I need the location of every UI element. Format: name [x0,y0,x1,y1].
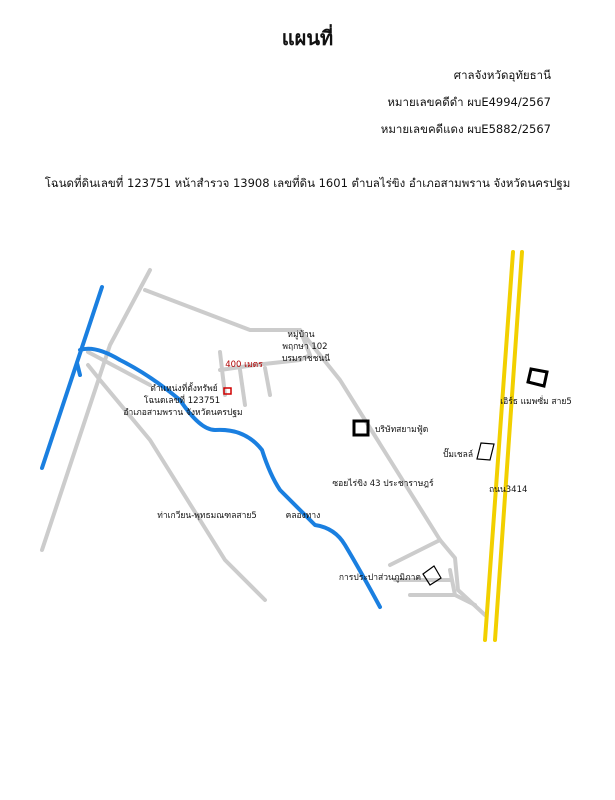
road-waterworks-3 [448,568,477,607]
canal-main [78,346,382,609]
label-village-1: หมู่บ้าน [287,329,314,340]
label-waterworks: การประปาส่วนภูมิภาค [339,573,421,583]
label-gas-station: ปั๊มเชลล์ [443,447,473,460]
canal-tick [75,361,82,377]
highway-line-west [483,250,515,642]
label-soi: ซอยไร่ขิง 43 ประชาราษฎร์ [332,478,434,489]
label-property-2: โฉนดเลขที่ 123751 [144,394,220,406]
label-village-2: พฤกษา 102 [282,342,327,352]
label-road-3414: ถนน3414 [489,485,527,495]
label-property-3: อำเภอสามพราน จังหวัดนครปฐม [123,408,242,418]
highway-line-east [493,250,524,642]
label-property-1: ตำแหน่งที่ตั้งทรัพย์ [150,382,217,394]
road-west [40,268,152,552]
label-market: เอิร์ธ แมพซั่ม สาย5 [500,395,572,407]
market-building-icon [526,367,549,388]
label-village-3: บรมราชชนนี [282,353,330,364]
label-canal: คลองทาง [286,511,321,521]
highway-3414 [483,250,524,642]
road-village-spur-2 [238,368,247,407]
red-case-number: หมายเลขคดีแดง ผบE5882/2567 [380,122,551,136]
label-distance: 400 เมตร [225,360,263,370]
road-soi-main [143,288,487,617]
deed-description: โฉนดที่ดินเลขที่ 123751 หน้าสำรวจ 13908 … [44,176,571,190]
waterworks-icon [422,565,442,586]
company-building-icon [352,419,370,437]
road-east-link [388,538,442,567]
road-west-spur [86,350,152,387]
canals [40,285,382,609]
road-southwest [86,363,267,602]
local-roads [40,268,487,617]
road-village-spur-3 [263,366,272,397]
canal-west [40,285,104,470]
label-pier: ท่าเกวียน-พุทธมณฑลสาย5 [157,510,257,521]
page-title: แผนที่ [281,26,334,50]
gas-station-icon [476,442,495,461]
road-village-loop [218,328,312,372]
court-name: ศาลจังหวัดอุทัยธานี [453,68,551,82]
property-marker-icon [223,387,232,395]
label-company: บริษัทสยามฟู้ด [375,424,428,435]
black-case-number: หมายเลขคดีดำ ผบE4994/2567 [387,95,551,109]
